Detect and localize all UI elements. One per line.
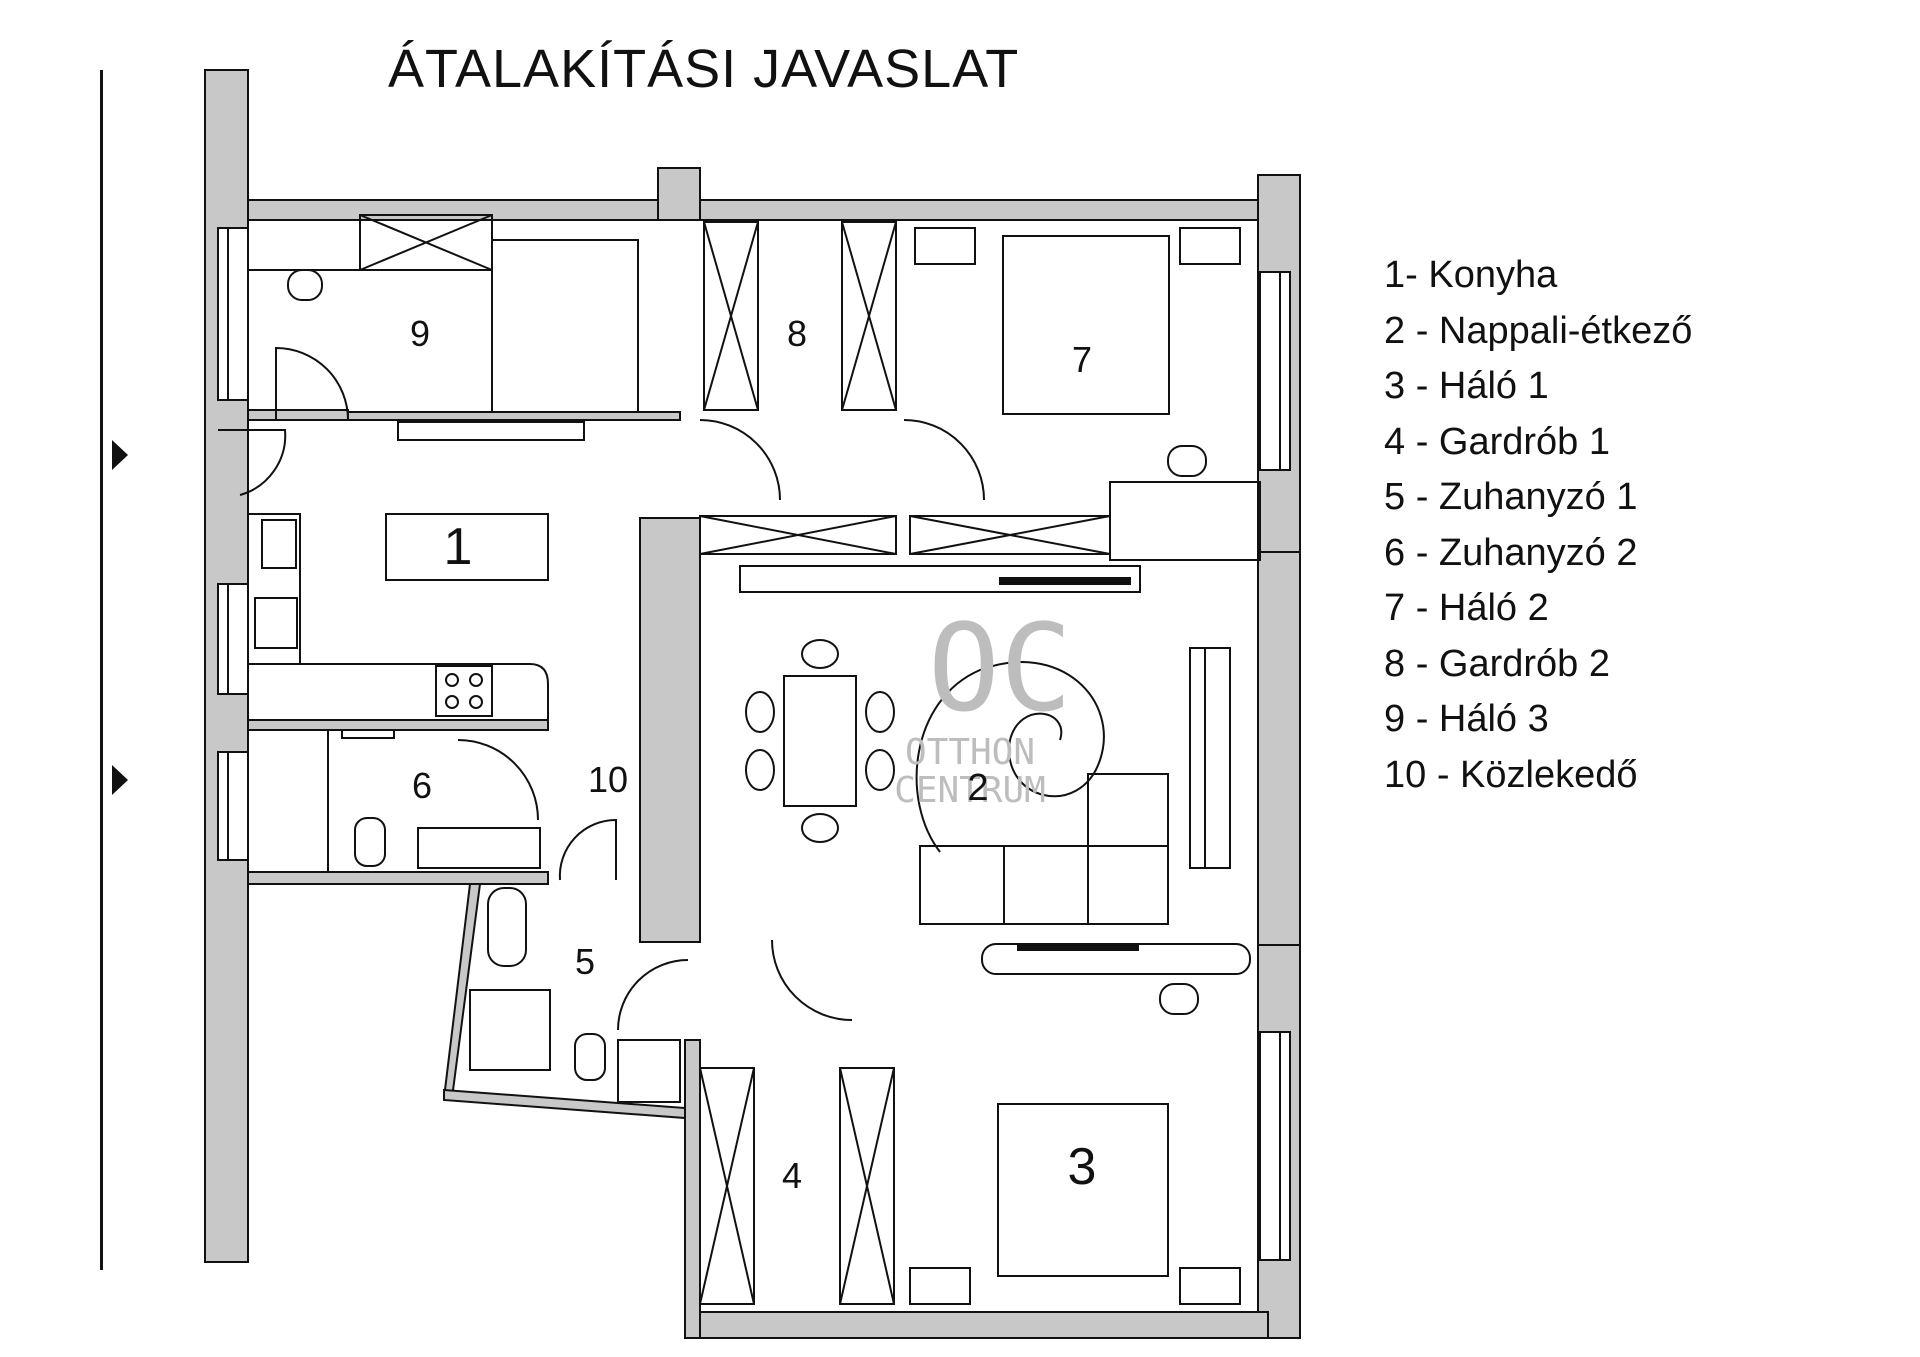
legend-item: 1- Konyha xyxy=(1384,254,1558,296)
toilet-6 xyxy=(354,817,386,867)
radiator-9 xyxy=(397,421,585,441)
wardrobe-corridor-a xyxy=(699,515,897,555)
entrance-arrow-1 xyxy=(112,440,128,470)
chair-3 xyxy=(1159,983,1199,1015)
watermark-line1: OTTHON xyxy=(905,732,1035,773)
furniture xyxy=(218,214,1261,1305)
column-north xyxy=(657,167,701,221)
watermark-logo: OC xyxy=(928,600,1073,739)
room-label-1: 1 xyxy=(444,518,473,576)
room-label-4: 4 xyxy=(782,1155,802,1196)
wall-south-west xyxy=(684,1039,701,1339)
room-label-7: 7 xyxy=(1072,339,1092,380)
nightstand-7a xyxy=(914,227,976,265)
watermark: OC OTTHON CENTRUM xyxy=(894,600,1072,811)
room-label-10: 10 xyxy=(588,759,628,800)
legend-item: 2 - Nappali-étkező xyxy=(1384,309,1693,352)
room-labels: 1 2 3 4 5 6 7 8 9 10 xyxy=(410,313,1096,1196)
cabinet-5 xyxy=(617,1039,681,1103)
room-label-6: 6 xyxy=(412,765,432,806)
desk-9 xyxy=(247,219,361,271)
legend-item: 5 - Zuhanyzó 1 xyxy=(1384,476,1638,518)
desk-7 xyxy=(1109,481,1261,561)
door-6 xyxy=(457,739,539,821)
shelf-6 xyxy=(341,729,395,739)
hob xyxy=(261,519,297,569)
exterior-wall-south xyxy=(684,1311,1269,1339)
watermark-line2: CENTRUM xyxy=(894,770,1046,811)
nightstand-3b xyxy=(1179,1267,1241,1305)
bed-7 xyxy=(1002,235,1170,415)
wall-6-north xyxy=(247,719,549,731)
wardrobe-8a xyxy=(703,221,759,411)
door-entrance xyxy=(218,429,287,496)
room-label-9: 9 xyxy=(410,313,430,354)
wardrobe-corridor-b xyxy=(909,515,1111,555)
entrance-arrow-2 xyxy=(112,765,128,795)
dining-table xyxy=(783,675,857,807)
door-10 xyxy=(558,818,617,881)
exterior-wall-north-7 xyxy=(699,199,1269,221)
window-living xyxy=(1189,647,1231,869)
window-3 xyxy=(1259,1031,1291,1261)
legend-item: 4 - Gardrób 1 xyxy=(1384,420,1610,463)
room-legend: 1- Konyha 2 - Nappali-étkező 3 - Háló 1 … xyxy=(1384,248,1692,803)
kitchen-counter-south xyxy=(248,663,549,721)
west-windows xyxy=(217,227,1291,1261)
exterior-wall-north-9 xyxy=(247,199,663,221)
kitchen-island xyxy=(385,513,549,581)
wardrobe-8b xyxy=(841,221,897,411)
legend-item: 8 - Gardrób 2 xyxy=(1384,642,1610,685)
room-label-5: 5 xyxy=(575,941,595,982)
legend-item: 7 - Háló 2 xyxy=(1384,587,1549,629)
street-line xyxy=(100,70,103,1270)
shower-5 xyxy=(487,887,527,967)
exterior-wall-east-living xyxy=(1257,551,1301,946)
toilet-5 xyxy=(574,1033,606,1081)
door-living xyxy=(771,939,853,1021)
nightstand-3a xyxy=(909,1267,971,1305)
nightstand-7b xyxy=(1179,227,1241,265)
bath-6 xyxy=(417,827,541,869)
legend-item: 3 - Háló 1 xyxy=(1384,365,1549,407)
legend-item: 9 - Háló 3 xyxy=(1384,698,1549,740)
chair-9 xyxy=(287,269,323,301)
legend-item: 6 - Zuhanyzó 2 xyxy=(1384,531,1638,574)
wardrobe-4b xyxy=(839,1067,895,1305)
door-7 xyxy=(903,419,985,501)
wardrobe-4a xyxy=(699,1067,755,1305)
window-kitchen xyxy=(217,583,249,695)
door-8 xyxy=(699,419,781,501)
bed-9 xyxy=(491,239,639,413)
wall-living-west xyxy=(639,517,701,943)
shelf-living xyxy=(739,565,1141,593)
sofa xyxy=(919,845,1169,925)
wall-6-south xyxy=(247,871,549,885)
door-5 xyxy=(617,959,689,1031)
chair-7 xyxy=(1167,445,1207,477)
wall-9-south-2 xyxy=(347,411,681,421)
sink-kitchen xyxy=(254,597,298,649)
room-label-3: 3 xyxy=(1068,1138,1097,1196)
rug-spiral xyxy=(915,661,1105,853)
sink-5 xyxy=(469,989,551,1071)
door-9 xyxy=(275,346,349,421)
wall-9-south xyxy=(247,409,349,421)
room-label-2: 2 xyxy=(967,767,988,809)
bed-3 xyxy=(997,1103,1169,1277)
window-9 xyxy=(217,227,249,401)
hob-2 xyxy=(435,665,493,717)
legend-item: 10 - Közlekedő xyxy=(1384,753,1638,796)
wall-5-south xyxy=(443,1088,686,1120)
plan-title: ÁTALAKÍTÁSI JAVASLAT xyxy=(388,39,1020,99)
window-7 xyxy=(1259,271,1291,471)
window-6 xyxy=(217,751,249,861)
tv xyxy=(999,577,1131,585)
room-label-8: 8 xyxy=(787,313,807,354)
tv-3 xyxy=(1017,943,1139,951)
armchair xyxy=(1087,773,1169,847)
